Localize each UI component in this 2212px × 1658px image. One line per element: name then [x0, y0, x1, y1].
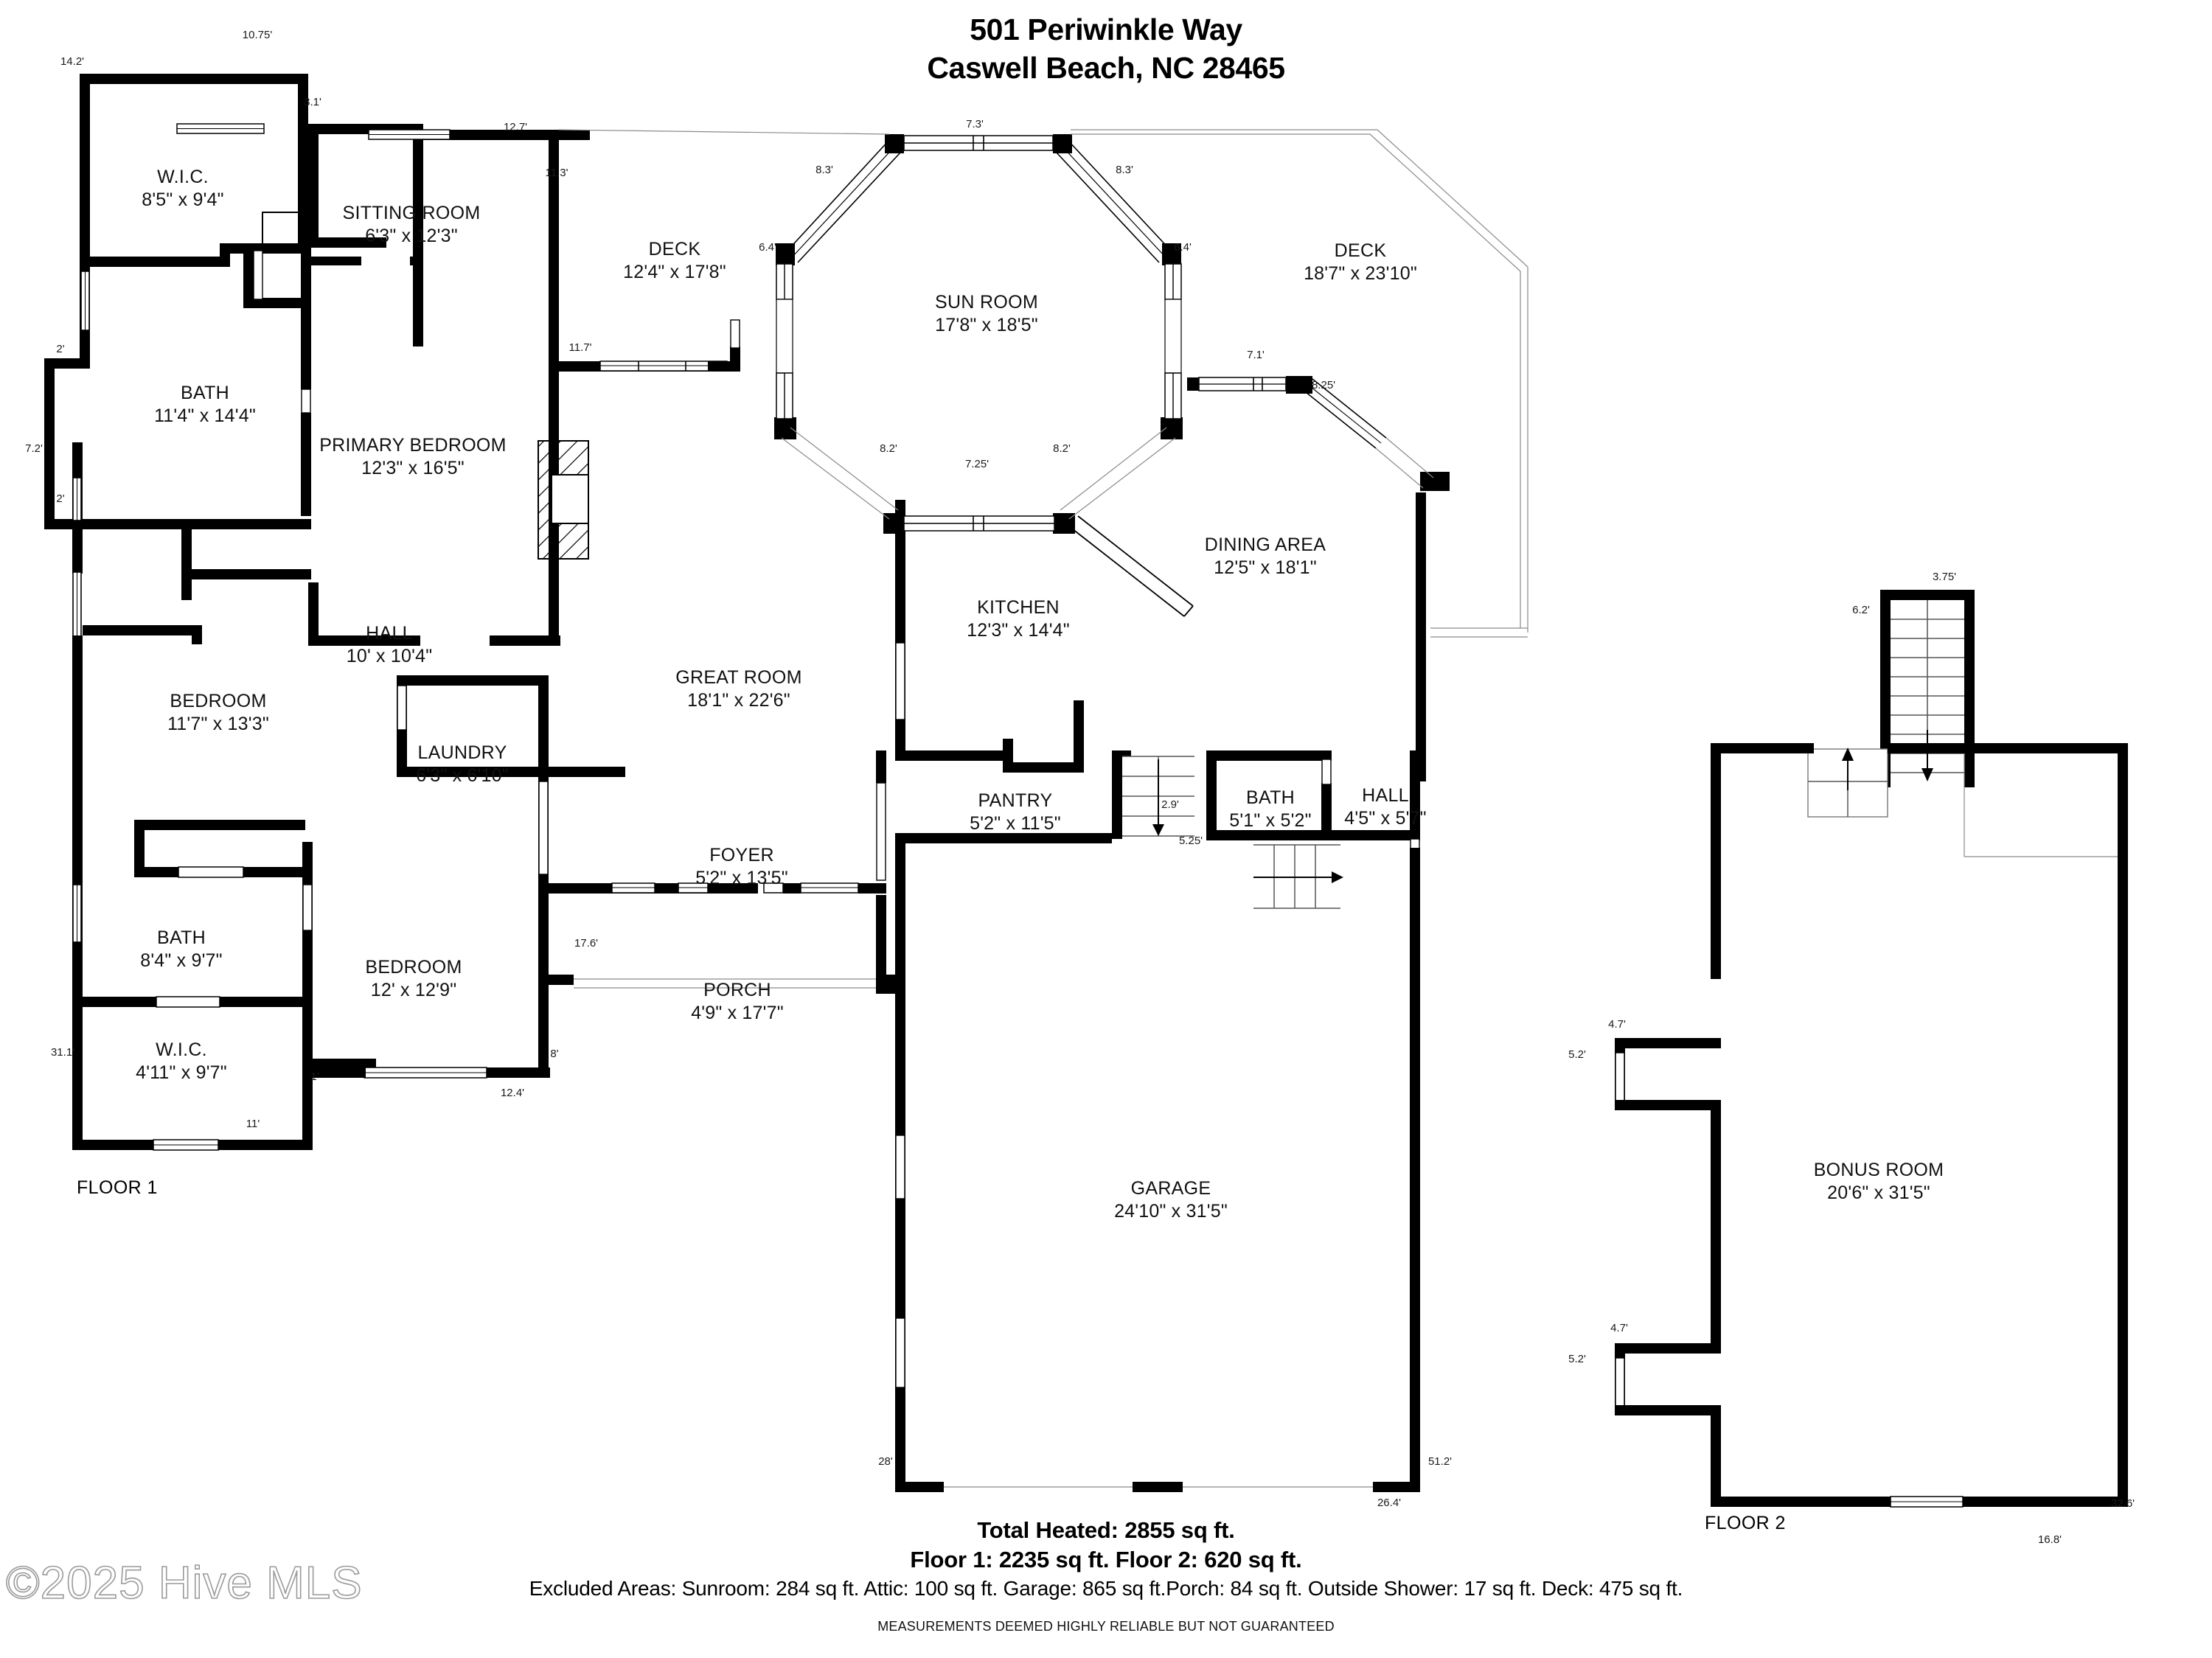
- room-dimension-pantry: 5'2" x 11'5": [970, 813, 1061, 834]
- room-dimension-wic-primary: 8'5" x 9'4": [142, 189, 224, 210]
- edge-dimension-d-f2-52a: 5.2': [1568, 1048, 1586, 1061]
- edge-dimension-d-f2-47b: 4.7': [1610, 1322, 1628, 1334]
- edge-dimension-d-sun-l: 6.4': [759, 241, 776, 254]
- edge-dimension-d-sun-r: 6.4': [1174, 241, 1192, 254]
- room-name-bonus-room: BONUS ROOM: [1814, 1160, 1944, 1180]
- room-name-dining-area: DINING AREA: [1205, 534, 1326, 555]
- edge-dimension-d-sun-ul: 8.3': [815, 164, 833, 176]
- room-name-bedroom-front: BEDROOM: [365, 957, 462, 978]
- room-dimension-sitting-room: 6'3" x 12'3": [365, 226, 458, 246]
- edge-dimension-d-stair-29: 2.9': [1161, 798, 1179, 811]
- edge-dimension-d-f2-326: 32.6': [2111, 1497, 2135, 1510]
- room-name-foyer: FOYER: [709, 845, 774, 865]
- edge-dimension-d-gar-28: 28': [878, 1455, 893, 1468]
- edge-dimension-d-f2-375: 3.75': [1933, 571, 1956, 583]
- edge-dimension-d-bot-11: 11': [246, 1118, 260, 1130]
- edge-dimension-d-f2-168: 16.8': [2038, 1533, 2062, 1546]
- room-dimension-sun-room: 17'8" x 18'5": [935, 315, 1038, 335]
- edge-dimension-d-dining-825: 8.25': [1312, 379, 1335, 391]
- edge-dimension-d-bed-176: 17.6': [574, 937, 598, 950]
- floor1-walls: [44, 74, 1450, 1492]
- room-dimension-bedroom-front: 12' x 12'9": [371, 980, 457, 1000]
- room-name-primary-bedroom: PRIMARY BEDROOM: [319, 435, 507, 456]
- sun-room-octagon: [774, 134, 1183, 534]
- room-dimension-bath-half: 5'1" x 5'2": [1229, 810, 1312, 831]
- room-dimension-hall-primary: 10' x 10'4": [347, 646, 433, 666]
- edge-dimension-d-left-31: 31.1': [51, 1046, 74, 1059]
- edge-dimension-d-bath-left2: 7.2': [25, 442, 43, 455]
- room-dimension-foyer: 5'2" x 13'5": [695, 868, 788, 888]
- room-dimension-wic-guest: 4'11" x 9'7": [136, 1062, 227, 1083]
- edge-dimension-d-stair-525: 5.25': [1179, 835, 1203, 847]
- room-dimension-bath-guest: 8'4" x 9'7": [140, 950, 223, 971]
- edge-dimension-d-sitting-top: 12.7': [504, 121, 527, 133]
- room-dimension-primary-bedroom: 12'3" x 16'5": [361, 458, 465, 478]
- room-name-garage: GARAGE: [1131, 1178, 1211, 1199]
- room-name-wic-guest: W.I.C.: [156, 1039, 207, 1060]
- edge-dimension-d-prim-bot: 11.7': [569, 341, 592, 354]
- room-name-hall-primary: HALL: [366, 623, 413, 644]
- room-name-wic-primary: W.I.C.: [157, 167, 209, 187]
- edge-dimension-d-sun-bot: 7.25': [965, 458, 989, 470]
- room-name-hall-bath: HALL: [1362, 785, 1409, 806]
- stair-down-icon: [1122, 756, 1194, 839]
- edge-dimension-d-top-wic: 10.75': [243, 29, 273, 41]
- room-dimension-bath-primary: 11'4" x 14'4": [154, 405, 256, 426]
- edge-dimension-d-sitting-rt: 11.3': [546, 167, 568, 179]
- room-dimension-kitchen: 12'3" x 14'4": [967, 620, 1070, 641]
- edge-dimension-labels: 10.75' 14.2' 3.1' 12.7' 11.3' 2' 7.2' 2' 11.7' 7.…: [25, 29, 2135, 1546]
- edge-dimension-d-sun-lr: 8.2': [1053, 442, 1071, 455]
- floor2-landing-up-icon: [1807, 748, 1888, 818]
- room-name-pantry: PANTRY: [978, 790, 1053, 811]
- edge-dimension-d-sun-top: 7.3': [966, 118, 984, 130]
- edge-dimension-d-sun-ll: 8.2': [880, 442, 897, 455]
- floor2-label: FLOOR 2: [1705, 1513, 1786, 1533]
- room-name-kitchen: KITCHEN: [977, 597, 1060, 618]
- edge-dimension-d-sun-ur: 8.3': [1116, 164, 1133, 176]
- room-name-sitting-room: SITTING ROOM: [343, 203, 481, 223]
- room-dimension-bonus-room: 20'6" x 31'5": [1827, 1182, 1930, 1203]
- edge-dimension-d-bot-1: 1': [310, 1070, 319, 1083]
- stair-up-icon: [1253, 844, 1343, 909]
- edge-dimension-d-bath-left3: 2': [56, 492, 64, 505]
- room-dimension-hall-bath: 4'5" x 5'7": [1344, 808, 1427, 829]
- edge-dimension-d-bed-124: 12.4': [501, 1087, 524, 1099]
- room-name-deck-right: DECK: [1335, 240, 1387, 261]
- deck-outlines: [558, 129, 1528, 638]
- room-name-bath-primary: BATH: [181, 383, 229, 403]
- floor2-stair-down-icon: [1891, 600, 1964, 787]
- edge-dimension-d-f2-52b: 5.2': [1568, 1353, 1586, 1365]
- room-dimension-great-room: 18'1" x 22'6": [687, 690, 790, 711]
- room-name-great-room: GREAT ROOM: [675, 667, 802, 688]
- room-dimension-laundry: 6'3" x 6'10": [416, 765, 509, 786]
- room-name-laundry: LAUNDRY: [417, 742, 507, 763]
- room-dimension-dining-area: 12'5" x 18'1": [1214, 557, 1317, 578]
- edge-dimension-d-bath-left: 2': [56, 343, 64, 355]
- edge-dimension-d-f2-62: 6.2': [1852, 604, 1870, 616]
- edge-dimension-d-f2-47a: 4.7': [1608, 1018, 1626, 1031]
- room-name-bath-guest: BATH: [157, 927, 206, 948]
- room-dimension-deck-right: 18'7" x 23'10": [1304, 263, 1417, 284]
- room-dimension-deck-left: 12'4" x 17'8": [623, 262, 726, 282]
- room-dimension-porch: 4'9" x 17'7": [691, 1003, 784, 1023]
- room-name-bath-half: BATH: [1246, 787, 1295, 808]
- edge-dimension-d-dining-7-1: 7.1': [1247, 349, 1265, 361]
- room-name-porch: PORCH: [703, 980, 771, 1000]
- edge-dimension-d-bed-8: 8': [550, 1048, 558, 1060]
- room-name-deck-left: DECK: [649, 239, 701, 260]
- room-name-sun-room: SUN ROOM: [935, 292, 1038, 313]
- room-dimension-garage: 24'10" x 31'5": [1114, 1201, 1228, 1222]
- edge-dimension-d-left-wic: 14.2': [60, 55, 84, 68]
- room-dimension-bedroom-left: 11'7" x 13'3": [167, 714, 269, 734]
- floor1-label: FLOOR 1: [77, 1177, 158, 1198]
- floor2-walls: [1615, 590, 2128, 1508]
- edge-dimension-d-gar-512: 51.2': [1428, 1455, 1452, 1468]
- edge-dimension-d-gar-264: 26.4': [1377, 1497, 1401, 1509]
- room-name-bedroom-left: BEDROOM: [170, 691, 266, 711]
- edge-dimension-d-right-wic: 3.1': [304, 96, 321, 108]
